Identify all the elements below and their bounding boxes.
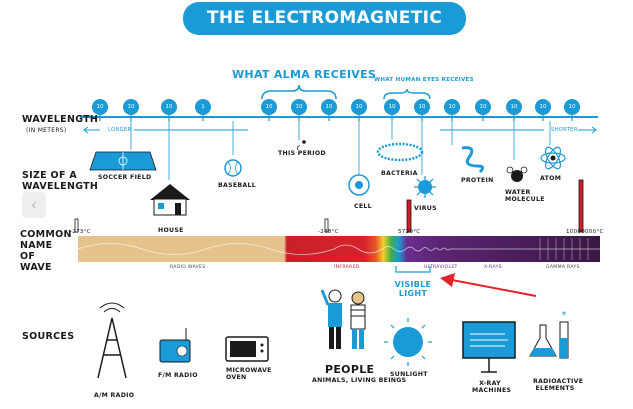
people-sub-label: ANIMALS, LIVING BEINGS xyxy=(312,377,407,384)
wavelength-exponent: 10 xyxy=(535,99,551,115)
xray-machines-label: X-RAY MACHINES xyxy=(472,380,512,394)
red-arrow-annotation xyxy=(440,273,537,297)
water-molecule-label: WATER MOLECULE xyxy=(505,189,545,203)
sun-icon xyxy=(384,318,432,366)
bacteria-icon xyxy=(376,142,424,162)
radio-waves-label: RADIO WAVES xyxy=(170,265,206,270)
people-icon xyxy=(320,289,366,349)
atom-icon xyxy=(540,146,566,170)
wavelength-exponent: 10 xyxy=(384,99,400,115)
wavelength-exponent: 10 xyxy=(414,99,430,115)
house-label: HOUSE xyxy=(158,227,184,234)
wavelength-exponent: 10 xyxy=(161,99,177,115)
am-radio-label: A/M RADIO xyxy=(94,392,135,399)
wavelength-unit: (IN METERS) xyxy=(26,127,67,134)
alma-brace xyxy=(261,84,337,100)
radioactive-elements-label: RADIOACTIVE ELEMENTS xyxy=(533,378,584,392)
shorter-label: SHORTER xyxy=(551,127,578,133)
virus-icon xyxy=(414,176,436,198)
atom-label: ATOM xyxy=(540,175,562,182)
wavelength-exponent: 10 xyxy=(506,99,522,115)
temperature-label: -273°C xyxy=(70,229,91,235)
wavelength-exponent: 10 xyxy=(564,99,580,115)
house-icon xyxy=(150,184,190,216)
wavelength-exponent: 10 xyxy=(92,99,108,115)
what-alma-receives-label: WHAT ALMA RECEIVES xyxy=(232,68,377,81)
xrays-label: X-RAYS xyxy=(484,265,502,270)
what-human-eyes-receives-label: WHAT HUMAN EYES RECEIVES xyxy=(374,77,474,83)
xray-machine-icon xyxy=(462,321,516,373)
fm-radio-label: F/M RADIO xyxy=(158,372,198,379)
radio-tower-icon xyxy=(97,302,127,379)
protein-label: PROTEIN xyxy=(461,177,494,184)
soccer-field-icon xyxy=(89,151,157,171)
baseball-icon xyxy=(224,159,242,177)
baseball-label: BASEBALL xyxy=(218,182,256,189)
gamma-rays-label: GAMMA RAYS xyxy=(546,265,580,270)
wavelength-exponent: 10 xyxy=(351,99,367,115)
gamma-wave-lines xyxy=(539,238,589,260)
size-of-wavelength-label: SIZE OF A WAVELENGTH xyxy=(22,170,99,192)
shorter-arrow xyxy=(440,126,597,134)
cell-icon xyxy=(348,174,370,196)
previous-arrow-button[interactable]: ‹ xyxy=(22,192,46,218)
visible-bracket xyxy=(395,266,431,273)
temperature-label: 10000000°C xyxy=(566,229,604,235)
this-period-label: THIS PERIOD xyxy=(278,150,326,157)
radioactive-flask-icon: * xyxy=(529,310,569,359)
cell-label: CELL xyxy=(354,203,372,210)
temperature-label: -248°C xyxy=(318,229,339,235)
visible-light-label: VISIBLE LIGHT xyxy=(394,280,432,298)
fm-radio-icon xyxy=(159,328,191,363)
longer-arrow xyxy=(83,126,248,134)
infrared-label: INFRARED xyxy=(334,265,360,270)
microwave-label: MICROWAVE OVEN xyxy=(226,367,272,381)
ultraviolet-label: ULTRAVIOLET xyxy=(424,265,458,270)
bacteria-label: BACTERIA xyxy=(381,170,418,177)
water-molecule-icon xyxy=(506,166,528,182)
wave-line xyxy=(77,243,600,255)
wavelength-exponent: 10 xyxy=(261,99,277,115)
page-title: THE ELECTROMAGNETIC SPECTRUM xyxy=(183,2,466,61)
common-name-label: COMMON NAME OF WAVE xyxy=(20,229,72,273)
virus-label: VIRUS xyxy=(414,205,437,212)
wavelength-exponent: 1 xyxy=(195,99,211,115)
microwave-icon xyxy=(225,336,269,362)
protein-icon xyxy=(461,146,485,174)
wavelength-exponent: 10 xyxy=(123,99,139,115)
thermometer-icons xyxy=(74,179,584,233)
wavelength-label: WAVELENGTH xyxy=(22,114,99,125)
temperature-label: 5720°C xyxy=(398,229,421,235)
soccer-field-label: SOCCER FIELD xyxy=(98,174,152,181)
wavelength-exponent: 10 xyxy=(291,99,307,115)
period-dot-icon xyxy=(296,140,306,151)
longer-label: LONGER xyxy=(108,127,132,133)
wavelength-exponent: 10 xyxy=(475,99,491,115)
wavelength-exponent: 10 xyxy=(321,99,337,115)
sunlight-label: SUNLIGHT xyxy=(390,371,428,378)
svg-text:*: * xyxy=(562,310,567,321)
wavelength-exponent: 10 xyxy=(444,99,460,115)
eye-brace xyxy=(383,88,431,100)
vertical-guides xyxy=(130,121,551,180)
sources-label: SOURCES xyxy=(22,331,75,342)
people-label: PEOPLE xyxy=(325,363,375,376)
